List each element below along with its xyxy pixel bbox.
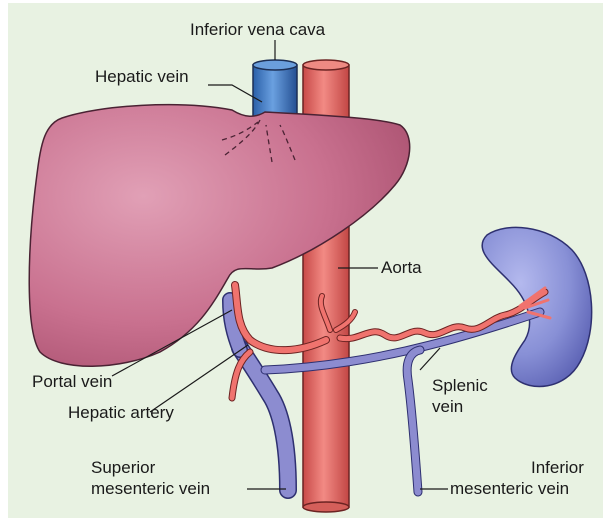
label-aorta: Aorta (381, 258, 422, 278)
label-inferior-mesenteric-line2: mesenteric vein (450, 479, 569, 499)
spleen (482, 227, 592, 386)
label-hepatic-artery: Hepatic artery (68, 403, 174, 423)
label-portal-vein: Portal vein (32, 372, 112, 392)
label-superior-mesenteric-line2: mesenteric vein (91, 479, 210, 499)
label-superior-mesenteric-line1: Superior (91, 458, 155, 478)
label-inferior-mesenteric-line1: Inferior (531, 458, 584, 478)
arteries (232, 285, 550, 398)
liver (29, 105, 409, 367)
label-splenic-vein-line1: Splenic (432, 376, 488, 396)
label-hepatic-vein: Hepatic vein (95, 67, 189, 87)
label-inferior-vena-cava: Inferior vena cava (190, 20, 325, 40)
label-splenic-vein-line2: vein (432, 397, 463, 417)
portal-venous-system (230, 300, 540, 492)
